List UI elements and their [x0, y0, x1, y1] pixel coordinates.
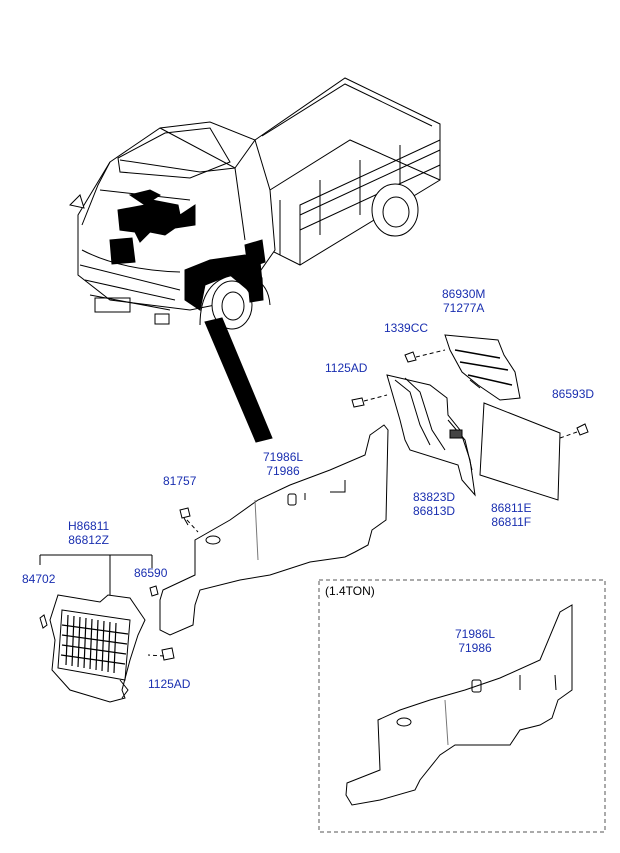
label-71986l-main: 71986L 71986: [263, 450, 303, 478]
label-line: 83823D: [413, 490, 456, 504]
label-line: 86811F: [491, 515, 532, 529]
label-1339cc: 1339CC: [384, 321, 428, 335]
label-line: 71277A: [443, 301, 485, 315]
label-81757: 81757: [163, 474, 196, 488]
label-line: 86590: [134, 566, 168, 580]
mudflap-86811e: [480, 403, 588, 500]
label-line: 71986: [458, 641, 492, 655]
label-line: 71986L: [263, 450, 304, 464]
guard-83823d: [352, 375, 475, 495]
truck-illustration: [70, 78, 440, 442]
grille-h86811: [40, 555, 174, 702]
bracket-86930m: [405, 335, 520, 400]
shield-71986-main: [160, 425, 388, 635]
label-line: 86813D: [413, 504, 456, 518]
label-line: 1339CC: [384, 321, 429, 335]
label-h86811: H86811 86812Z: [68, 519, 109, 547]
label-line: 86811E: [491, 501, 532, 515]
label-line: 71986: [266, 464, 300, 478]
inset-1-4ton: [319, 580, 605, 832]
label-line: 81757: [163, 474, 197, 488]
label-86930m: 86930M 71277A: [442, 287, 485, 315]
label-line: 84702: [22, 572, 56, 586]
label-86811e: 86811E 86811F: [491, 501, 531, 529]
label-86593d: 86593D: [552, 387, 594, 401]
label-line: 86930M: [442, 287, 486, 301]
label-line: 86593D: [552, 387, 595, 401]
label-71986l-inset: 71986L 71986: [455, 627, 495, 655]
label-83823d: 83823D 86813D: [413, 490, 455, 518]
label-86590: 86590: [134, 566, 167, 580]
label-line: 71986L: [455, 627, 496, 641]
inset-title: (1.4TON): [325, 584, 375, 598]
label-line: 1125AD: [148, 677, 191, 691]
label-line: H86811: [68, 519, 110, 533]
label-84702: 84702: [22, 572, 55, 586]
label-line: 1125AD: [325, 361, 368, 375]
label-1125ad-lower: 1125AD: [148, 677, 190, 691]
label-line: 86812Z: [68, 533, 109, 547]
label-1125ad-upper: 1125AD: [325, 361, 367, 375]
